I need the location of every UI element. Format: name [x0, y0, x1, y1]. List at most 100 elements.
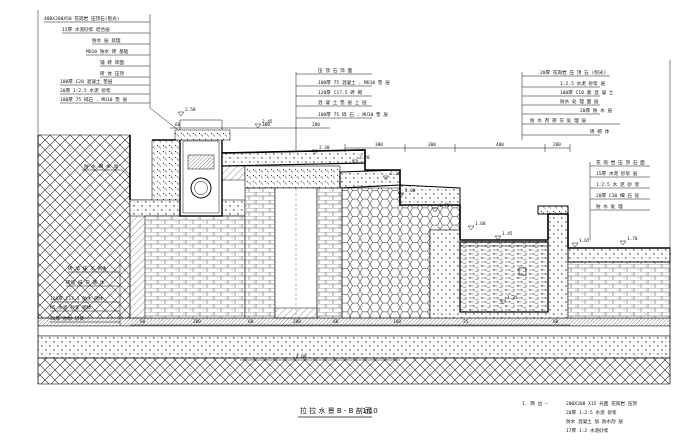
elev-12: 1.70 — [619, 236, 638, 246]
leader-left-9: 100厚 75 碎石 , MU10 垫 层 — [60, 96, 128, 103]
leader-mid-5: 100厚 75 碎 石 , MU10 垫 层 — [318, 111, 388, 118]
dim-bot-1: 60 — [140, 319, 146, 325]
leader-left-3: 防水 层 处理 — [92, 37, 121, 44]
leader-right-5: 20厚 防 水 层 — [580, 107, 613, 114]
dim-bot-8: 60 — [553, 319, 559, 325]
elev-text-2: 2.50 — [185, 107, 196, 113]
elev-text-6: 2.00 — [405, 188, 416, 194]
leader-ll-2: 砖墙 抹 灰 基 体 — [66, 279, 105, 286]
leaders-right-lower: 花 岗 岩 压 顶 石 面 15厚 水泥 砂浆 层 1:2.5 水 泥 砂 浆 … — [589, 159, 650, 240]
leader-mid-1: 压 顶 石 饰 面 — [318, 67, 352, 74]
leader-ll-1: 砖 墙 抹 灰 砌体 — [68, 265, 107, 272]
leader-ll-4: M5 水泥 砂浆 砌体 — [50, 304, 92, 311]
leader-right-3: 100厚 C10 素 混 凝 土 — [560, 89, 614, 96]
bottom-notes: 1. 两 边 — 200X200 X15 光面 花岗岩 压顶 20厚 1:2.5… — [522, 400, 637, 434]
leader-ll-5: 20厚 防水 砂浆 — [50, 315, 84, 322]
elev-text-11: 1.65 — [579, 238, 590, 244]
dim-bot-5: 60 — [333, 319, 339, 325]
leader-right-1: 20厚 花岗岩 压 顶 石 (刨光) — [540, 69, 606, 76]
central-chamber — [244, 187, 343, 319]
elev-11: 1.65 — [571, 238, 590, 248]
dimension-bottom: 60 200 60 200 60 160 25 60 4.00 — [130, 319, 570, 361]
elevation-marks: 2.45 2.50 2.30 2.20 2.20 2.00 1.75 1.60 … — [177, 107, 638, 305]
elev-text-9: 1.45 — [502, 231, 513, 237]
dim-row2-3: 200 — [312, 122, 320, 128]
leaders-mid: 压 顶 石 饰 面 100厚 75 混凝土 , MU10 垫 层 120厚 C1… — [295, 67, 390, 150]
leader-rl-5: 防 水 处 理 — [596, 203, 623, 210]
leader-mid-2: 100厚 75 混凝土 , MU10 垫 层 — [318, 79, 390, 86]
leader-left-4: MU10 防水 砖 基础 — [86, 48, 129, 55]
left-wall — [129, 139, 246, 319]
note-2: 20厚 1:2.5 水泥 砂浆 — [566, 409, 617, 416]
pipe-chamber — [174, 119, 231, 217]
leader-right-6: 防 水 剂 掺 灰 处 理 层 — [530, 117, 587, 124]
scale-text: 1:10 — [362, 407, 378, 415]
dim-bot-4: 200 — [293, 319, 301, 325]
leaders-left-lower: 砖 墙 抹 灰 砌体 砖墙 抹 灰 基 体 120厚 C17.5 防水 砌体 M… — [50, 258, 121, 326]
dim-bot-2: 200 — [193, 319, 201, 325]
leader-ll-3: 120厚 C17.5 防水 砌体 — [50, 295, 104, 302]
leaders-right: 20厚 花岗岩 压 顶 石 (刨光) 1:2.5 水泥 砂浆 层 100厚 C1… — [521, 69, 620, 140]
dim-bot-total: 4.00 — [296, 354, 307, 360]
elev-text-3: 2.30 — [319, 145, 330, 151]
elev-1: 2.45 — [254, 119, 273, 129]
elev-text-4: 2.20 — [359, 155, 370, 161]
elev-text-7: 1.75 — [439, 203, 450, 209]
soil-mass-left — [37, 134, 131, 319]
dim-top-4: 200 — [553, 142, 561, 148]
elev-2: 2.50 — [177, 107, 196, 117]
dim-top-2: 300 — [428, 142, 436, 148]
wall-label: 防 水 砌 体 墙 — [82, 163, 131, 179]
leader-mid-4: 混 凝 土 垫 层 上 层 — [318, 99, 367, 106]
dim-bot-6: 160 — [393, 319, 401, 325]
leader-rl-4: 20厚 C10 细 石 砼 — [596, 192, 640, 199]
dim-bot-7: 25 — [463, 319, 469, 325]
drawing-title: 拉 拉 水 景 B - B 剖 面 1:10 — [298, 406, 378, 418]
leader-left-8: 20厚 1:2.5 水泥 砂浆 — [60, 87, 111, 94]
leader-right-2: 1:2.5 水泥 砂浆 层 — [560, 80, 606, 87]
leader-left-7: 100厚 C20 混凝土 垫层 — [60, 78, 113, 85]
leader-right-7: 砖 砌 体 — [590, 128, 610, 135]
leader-rl-3: 1:2.5 水 泥 砂 浆 — [596, 181, 640, 188]
dim-top-1: 300 — [375, 142, 383, 148]
elev-3: 2.30 — [311, 145, 330, 155]
dimension-top: 300 300 400 200 — [344, 142, 571, 152]
elev-7: 1.75 — [431, 203, 450, 213]
leader-mid-3: 120厚 C17.5 砖 砌 — [318, 89, 363, 96]
leader-left-6: 砖 体 压顶 — [100, 70, 124, 77]
coping-steps — [221, 149, 461, 206]
base-slab — [37, 317, 671, 385]
leader-left-2: 15厚 水泥砂浆 结合层 — [62, 26, 110, 33]
note-marker: 1. 两 边 — — [522, 400, 548, 407]
leader-left-5: 铺 砖 饰面 — [100, 59, 124, 66]
dimension-row2: 60 300 200 — [170, 122, 330, 129]
dim-row2-2: 300 — [262, 122, 270, 128]
elev-8: 1.60 — [467, 221, 486, 231]
leader-right-4: 防水 处 理 面 层 — [560, 98, 599, 105]
elev-6: 2.00 — [397, 188, 416, 198]
leader-left-1: 400X200X50 花岗岩 压顶石(刨光) — [44, 15, 119, 22]
note-3: 防水 混凝土 加 防水剂 层 — [566, 418, 623, 425]
pipe-circle — [190, 177, 212, 199]
elev-9: 1.45 — [494, 231, 513, 241]
elev-text-12: 1.70 — [627, 236, 638, 242]
note-4: 17厚 1:2 水泥砂浆 — [566, 427, 609, 434]
elev-text-1: 2.45 — [262, 119, 273, 125]
elev-text-8: 1.60 — [475, 221, 486, 227]
dim-top-3: 400 — [496, 142, 504, 148]
wall-label-text: 防 水 砌 体 墙 — [84, 163, 118, 170]
leader-rl-1: 花 岗 岩 压 顶 石 面 — [596, 159, 645, 166]
leaders-left: 400X200X50 花岗岩 压顶石(刨光) 15厚 水泥砂浆 结合层 防水 层… — [44, 14, 179, 131]
elev-4: 2.20 — [351, 155, 370, 165]
dim-bot-3: 60 — [248, 319, 254, 325]
leader-rl-2: 15厚 水泥 砂浆 层 — [596, 170, 638, 177]
elev-5: 2.20 — [382, 171, 401, 181]
elev-text-5: 2.20 — [390, 171, 401, 177]
profile-outline — [129, 135, 670, 249]
title-text: 拉 拉 水 景 B - B 剖 面 — [300, 406, 372, 415]
elev-10: 1.35 — [499, 295, 518, 305]
note-1: 200X200 X15 光面 花岗岩 压顶 — [566, 400, 637, 407]
dim-row2-1: 60 — [175, 122, 181, 128]
right-ground — [567, 247, 671, 319]
